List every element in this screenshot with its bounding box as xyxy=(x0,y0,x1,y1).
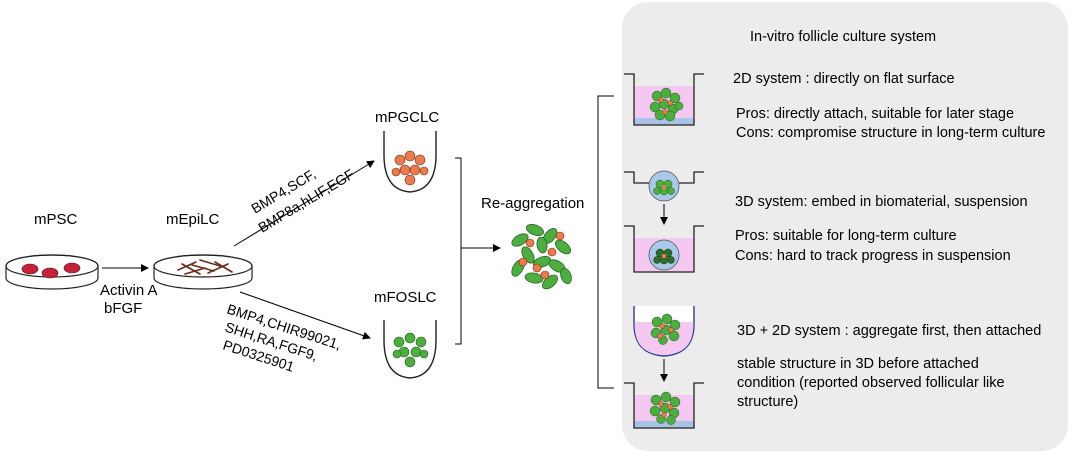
plate-3d-top xyxy=(624,170,704,202)
mpsc-dish xyxy=(5,254,99,290)
activin-label: Activin A xyxy=(100,282,158,299)
sys3d-heading: 3D system: embed in biomaterial, suspens… xyxy=(735,194,1028,210)
mfoslc-label: mFOSLC xyxy=(374,289,437,306)
reaggregation-cluster xyxy=(511,224,572,290)
mpsc-label: mPSC xyxy=(34,211,78,228)
reaggregation-label: Re-aggregation xyxy=(481,195,584,212)
merge-bracket xyxy=(455,157,462,345)
panel-title: In-vitro follicle culture system xyxy=(750,29,936,45)
sys2d-pros: Pros: directly attach, suitable for late… xyxy=(736,106,1014,122)
plate-3d-bottom xyxy=(624,225,704,273)
stem-cell-colonies xyxy=(21,262,81,279)
panel-bracket xyxy=(597,95,614,389)
sys2d-cons: Cons: compromise structure in long-term … xyxy=(736,125,1045,141)
mepilc-label: mEpiLC xyxy=(166,211,220,228)
plate-3d2d-bottom xyxy=(624,382,704,429)
sys3d2d-heading: 3D + 2D system : aggregate first, then a… xyxy=(737,323,1041,339)
mpgclc-label: mPGCLC xyxy=(375,109,439,126)
plate-2d xyxy=(624,73,704,126)
epiblast-cells xyxy=(177,259,233,275)
mpgclc-tube xyxy=(383,131,437,193)
sys3d-cons: Cons: hard to track progress in suspensi… xyxy=(735,248,1011,264)
plate-3d2d-top xyxy=(633,306,695,357)
mfoslc-tube xyxy=(383,320,437,379)
culture-system-panel xyxy=(622,2,1068,451)
arrow-mepilc-to-mpgclc xyxy=(233,160,375,247)
bfgf-label: bFGF xyxy=(104,300,142,317)
sys3d2d-line3: structure) xyxy=(737,394,798,410)
sys3d2d-line2: condition (reported observed follicular … xyxy=(737,375,1005,391)
arrow-mepilc-to-mfoslc xyxy=(239,291,371,340)
mepilc-dish xyxy=(153,254,253,290)
sys3d2d-line1: stable structure in 3D before attached xyxy=(737,356,979,372)
sys3d-pros: Pros: suitable for long-term culture xyxy=(735,228,957,244)
sys2d-heading: 2D system : directly on flat surface xyxy=(733,71,955,87)
